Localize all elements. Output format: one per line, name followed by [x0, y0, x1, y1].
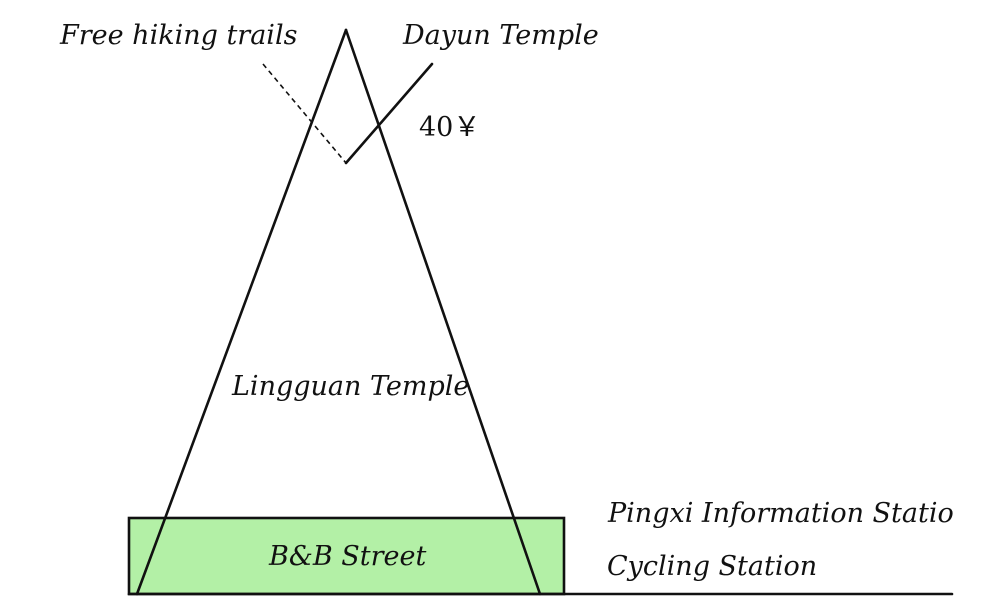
pingxi-information-station-label: Pingxi Information Statio	[607, 498, 954, 529]
dayun-temple-label: Dayun Temple	[402, 20, 599, 51]
free-hiking-trails-label: Free hiking trails	[59, 20, 297, 51]
lingguan-temple-label: Lingguan Temple	[231, 371, 469, 402]
dayun-temple-price-label: 40￥	[419, 112, 480, 143]
dayun-temple-path-line	[344, 62, 434, 165]
free-hiking-trail-dashed-line	[262, 63, 347, 164]
left-trail-line	[135, 28, 348, 596]
bnb-street-block	[127, 516, 566, 596]
bnb-street-label: B&B Street	[268, 541, 427, 572]
cycling-station-label: Cycling Station	[607, 551, 817, 582]
